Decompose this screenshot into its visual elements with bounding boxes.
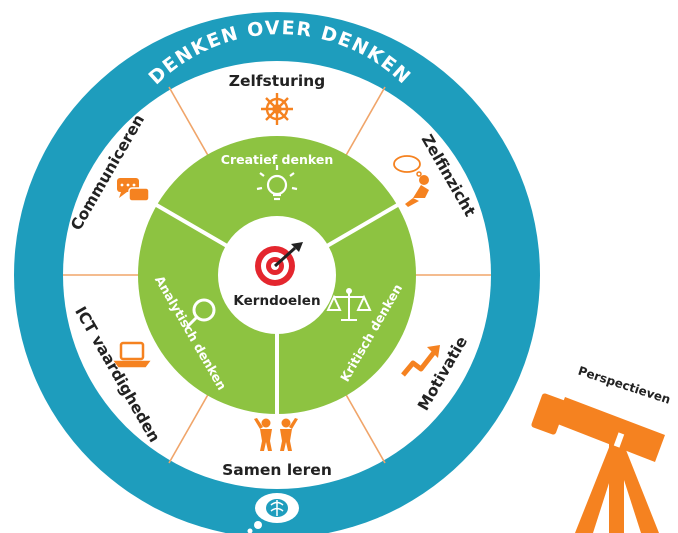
chat-bubbles-icon	[117, 178, 150, 202]
two-people-icon	[254, 418, 298, 451]
outer-label-samen-leren: Samen leren	[222, 461, 332, 479]
core-label: Kerndoelen	[233, 293, 320, 309]
lightbulb-icon	[256, 165, 298, 201]
outer-label-zelfsturing: Zelfsturing	[229, 72, 326, 90]
telescope-icon	[531, 393, 665, 533]
laptop-icon	[113, 341, 151, 368]
inner-label-creatief: Creatief denken	[221, 152, 333, 167]
magnifier-icon	[185, 298, 216, 329]
ship-wheel-icon	[261, 93, 293, 125]
brain-thought-bubble-icon	[247, 493, 299, 533]
balance-scale-icon	[326, 288, 372, 321]
thinking-person-icon	[393, 155, 429, 207]
target-icon	[255, 242, 303, 286]
scope-label: Perspectieven	[576, 364, 672, 407]
trend-up-arrow-icon	[401, 345, 440, 377]
